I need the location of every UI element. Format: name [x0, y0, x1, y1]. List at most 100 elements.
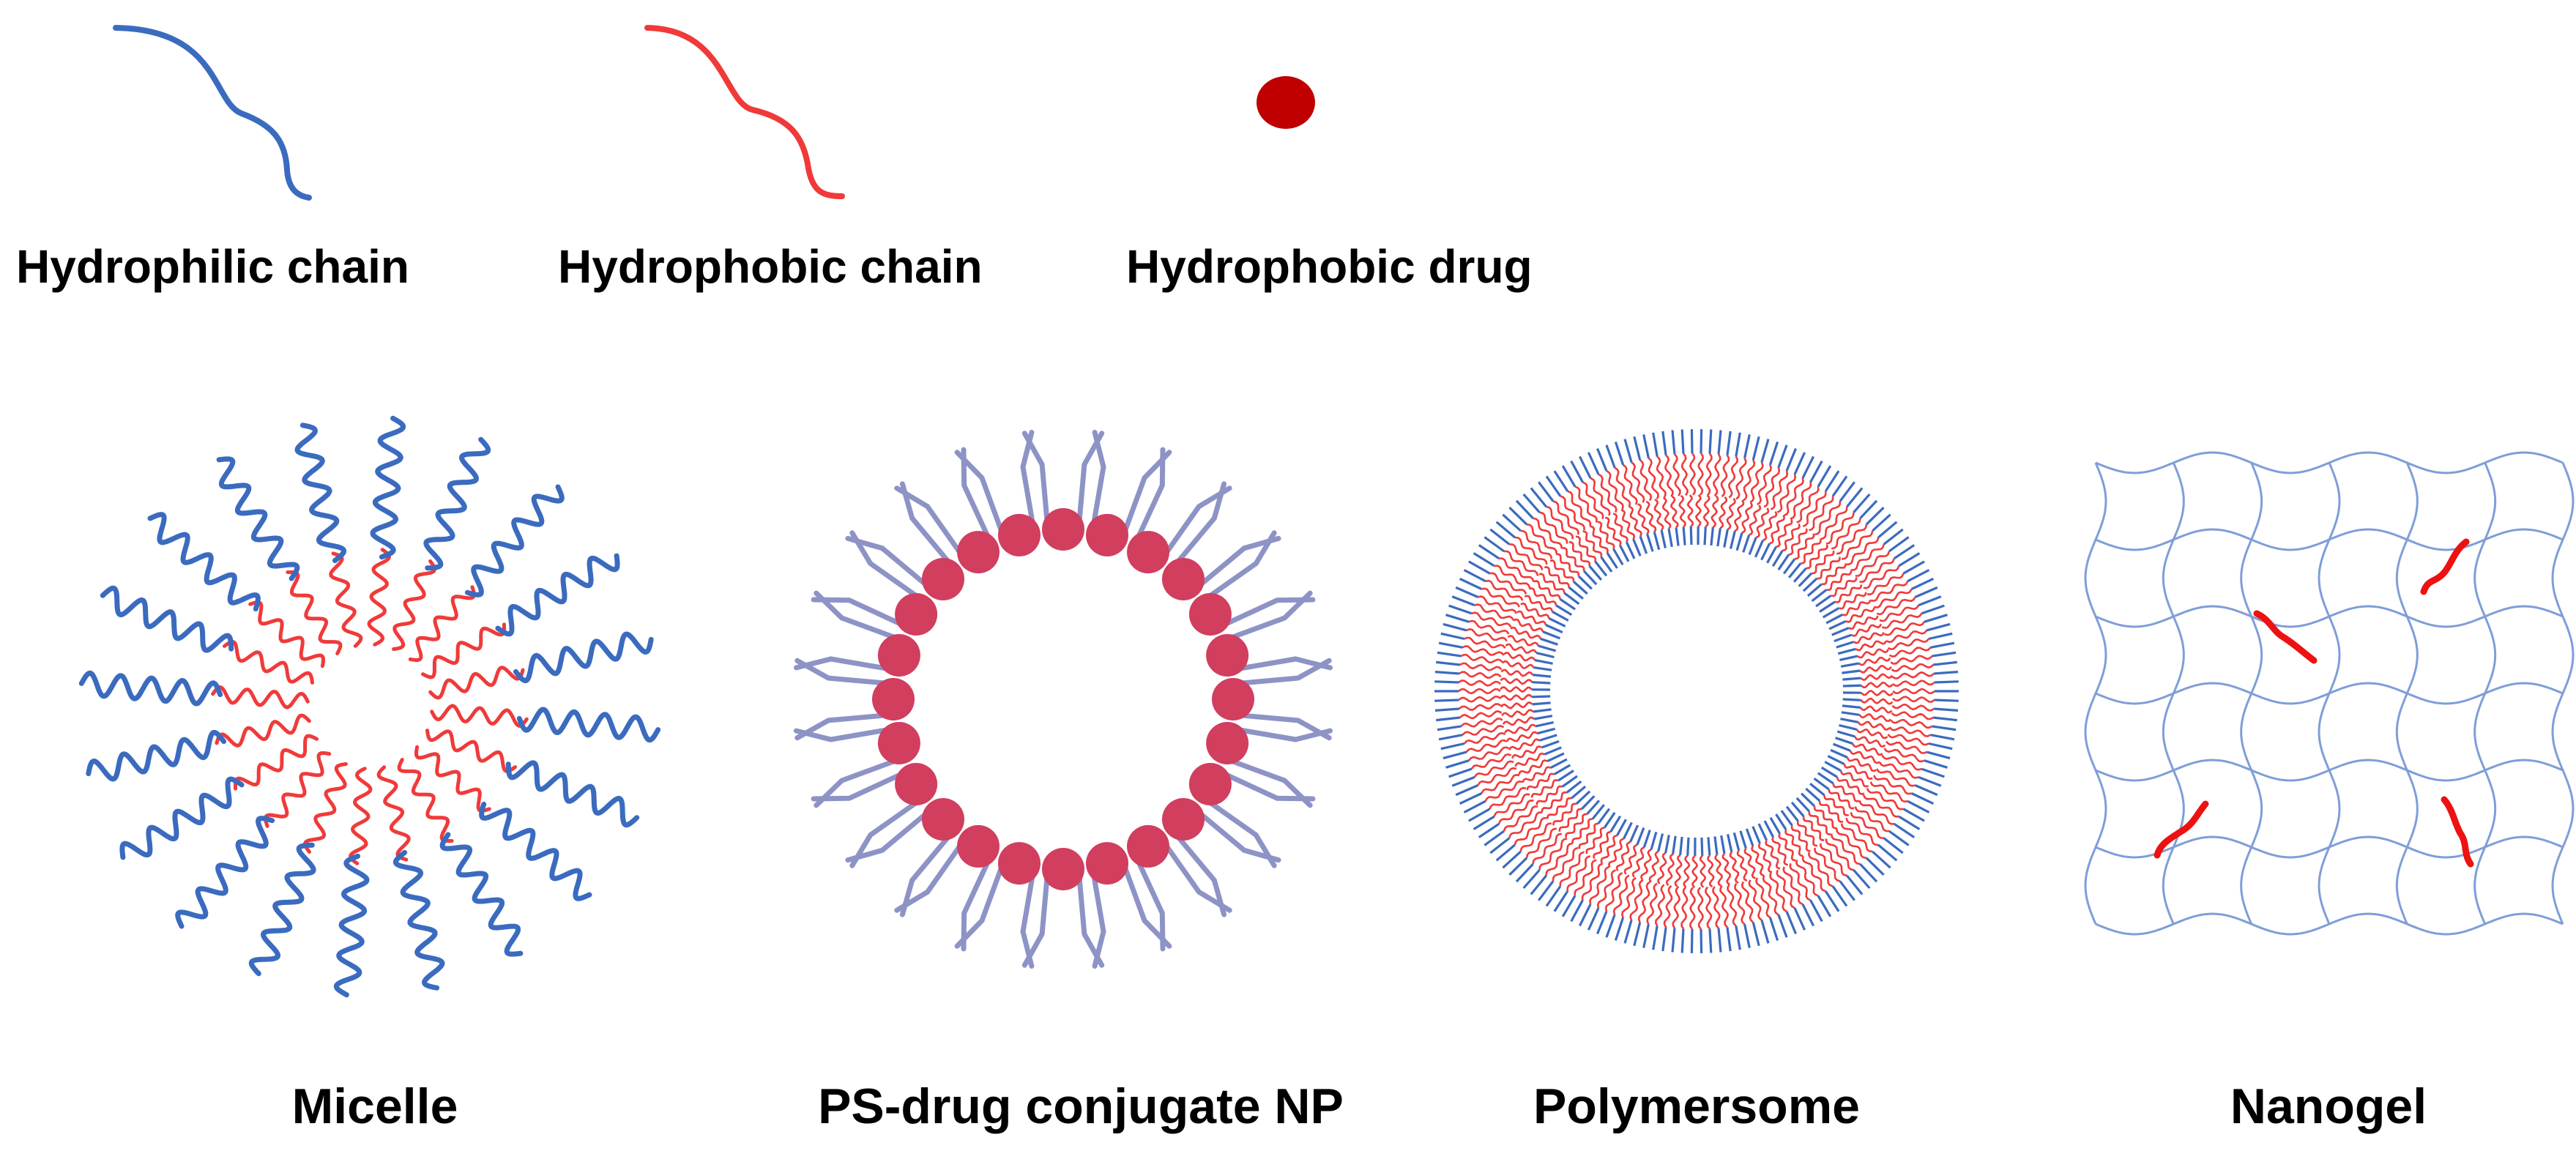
micelle-hydrophilic-chain: [392, 849, 445, 991]
polymersome-hydrophobic-chain: [1735, 458, 1747, 500]
polymersome-hydrophobic-chain: [1458, 679, 1501, 687]
conjugate-drug-bead: [1188, 763, 1232, 805]
polymersome-hydrophilic-head: [1768, 442, 1779, 466]
polymersome-hydrophilic-head: [1827, 755, 1845, 766]
polymersome-hydrophilic-head: [1893, 544, 1916, 560]
polymersome-hydrophobic-chain: [1719, 885, 1729, 928]
polymersome-hydrophilic-head: [1710, 526, 1714, 546]
polymersome-hydrophobic-chain: [1558, 808, 1582, 832]
conjugate-drug-bead: [1042, 508, 1084, 551]
polymersome-diagram: [1434, 429, 1959, 953]
polymersome-hydrophobic-chain: [1590, 477, 1611, 516]
polymersome-hydrophobic-chain: [1612, 874, 1630, 915]
polymersome-hydrophilic-head: [1636, 827, 1645, 846]
micelle-hydrophilic-chain: [513, 631, 654, 684]
polymersome-hydrophilic-head: [1825, 613, 1843, 625]
polymersome-hydrophobic-chain: [1678, 494, 1686, 528]
polymersome-hydrophobic-chain: [1825, 838, 1854, 871]
polymersome-hydrophilic-head: [1777, 554, 1790, 571]
polymersome-hydrophilic-head: [1902, 560, 1925, 575]
polymersome-hydrophilic-head: [1544, 746, 1562, 756]
polymersome-hydrophobic-chain: [1615, 841, 1631, 871]
polymersome-hydrophobic-chain: [1464, 636, 1506, 649]
polymersome-hydrophilic-head: [1555, 604, 1573, 617]
polymersome-hydrophobic-chain: [1776, 474, 1797, 513]
polymersome-hydrophobic-chain: [1741, 881, 1754, 923]
conjugate-drug-bead: [1086, 513, 1128, 556]
polymersome-hydrophobic-chain: [1499, 557, 1535, 583]
polymersome-hydrophobic-chain: [1850, 544, 1885, 571]
polymersome-hydrophobic-chain: [1503, 805, 1538, 832]
polymersome-hydrophilic-head: [1455, 586, 1479, 598]
polymersome-hydrophobic-chain: [1623, 843, 1638, 875]
polymersome-hydrophilic-head: [1732, 832, 1741, 851]
conjugate-drug-bead: [922, 558, 964, 600]
polymersome-hydrophobic-chain: [1839, 592, 1867, 610]
polymersome-hydrophilic-head: [1661, 431, 1667, 455]
conjugate-polymer-chain: [1221, 771, 1316, 802]
polymersome-hydrophobic-chain: [1459, 703, 1502, 711]
micelle-diagram: [78, 415, 661, 998]
polymersome-hydrophilic-head: [1445, 614, 1470, 623]
polymersome-hydrophilic-head: [1580, 795, 1596, 811]
polymersome-hydrophobic-chain: [1663, 884, 1673, 928]
polymersome-hydrophobic-chain: [1538, 838, 1568, 871]
polymersome-hydrophilic-head: [1642, 830, 1651, 848]
polymersome-hydrophobic-chain: [1782, 866, 1803, 906]
polymersome-hydrophobic-chain: [1575, 535, 1597, 562]
polymersome-hydrophobic-chain: [1510, 626, 1541, 639]
conjugate-polymer-chain: [1121, 863, 1172, 949]
polymersome-hydrophilic-head: [1921, 604, 1945, 615]
conjugate-drug-bead: [1127, 531, 1169, 574]
polymersome-hydrophilic-head: [1532, 701, 1551, 706]
polymersome-hydrophobic-chain: [1769, 515, 1786, 545]
conjugate-drug-bead: [998, 842, 1041, 885]
polymersome-hydrophobic-chain: [1813, 806, 1837, 830]
polymersome-hydrophobic-chain: [1714, 854, 1723, 887]
polymersome-hydrophilic-head: [1835, 737, 1853, 745]
polymersome-hydrophilic-head: [1898, 552, 1921, 567]
polymersome-hydrophobic-chain: [1858, 800, 1894, 825]
polymersome-hydrophobic-chain: [1500, 677, 1533, 685]
polymersome-hydrophilic-head: [1752, 436, 1760, 461]
polymersome-hydrophilic-head: [1754, 540, 1764, 558]
polymersome-hydrophobic-chain: [1606, 470, 1624, 510]
polymersome-hydrophobic-chain: [1560, 495, 1585, 531]
polymersome-hydrophilic-head: [1436, 716, 1461, 722]
polymersome-hydrophobic-chain: [1460, 653, 1503, 664]
polymersome-hydrophobic-chain: [1691, 855, 1699, 888]
polymersome-hydrophobic-chain: [1556, 553, 1580, 576]
polymersome-hydrophilic-head: [1623, 920, 1633, 944]
polymersome-hydrophobic-chain: [1493, 793, 1530, 817]
polymersome-hydrophilic-head: [1652, 925, 1659, 950]
polymersome-hydrophobic-chain: [1694, 494, 1702, 527]
polymersome-hydrophilic-head: [1743, 434, 1751, 459]
polymersome-hydrophobic-chain: [1846, 537, 1880, 566]
polymersome-hydrophilic-head: [1538, 644, 1557, 652]
micelle-hydrophobic-chain: [302, 762, 348, 854]
polymersome-hydrophobic-chain: [1458, 688, 1501, 695]
polymersome-hydrophobic-chain: [1683, 854, 1691, 888]
polymersome-hydrophilic-head: [1661, 927, 1667, 952]
polymersome-hydrophilic-head: [1801, 455, 1815, 479]
polymersome-hydrophobic-chain: [1702, 494, 1710, 528]
polymersome-hydrophobic-chain: [1473, 760, 1514, 778]
polymersome-hydrophobic-chain: [1535, 785, 1563, 805]
polymersome-hydrophilic-head: [1532, 674, 1552, 678]
polymersome-hydrophobic-chain: [1477, 767, 1517, 786]
polymersome-hydrophilic-head: [1680, 429, 1685, 454]
polymersome-hydrophobic-chain: [1834, 584, 1863, 603]
conjugate-polymer-chain: [794, 712, 890, 741]
conjugate-drug-bead: [957, 824, 999, 868]
polymersome-hydrophobic-chain: [1734, 882, 1746, 925]
polymersome-hydrophobic-chain: [1665, 853, 1675, 886]
polymersome-hydrophobic-chain: [1861, 681, 1894, 689]
polymersome-hydrophilic-head: [1538, 481, 1555, 502]
polymersome-hydrophilic-head: [1727, 834, 1733, 853]
micelle-hydrophilic-chain: [333, 853, 370, 998]
micelle-hydrophobic-chain: [408, 585, 476, 662]
micelle-hydrophilic-chain: [439, 832, 524, 957]
polymersome-hydrophobic-chain: [1863, 565, 1900, 589]
polymersome-hydrophobic-chain: [1860, 673, 1894, 681]
